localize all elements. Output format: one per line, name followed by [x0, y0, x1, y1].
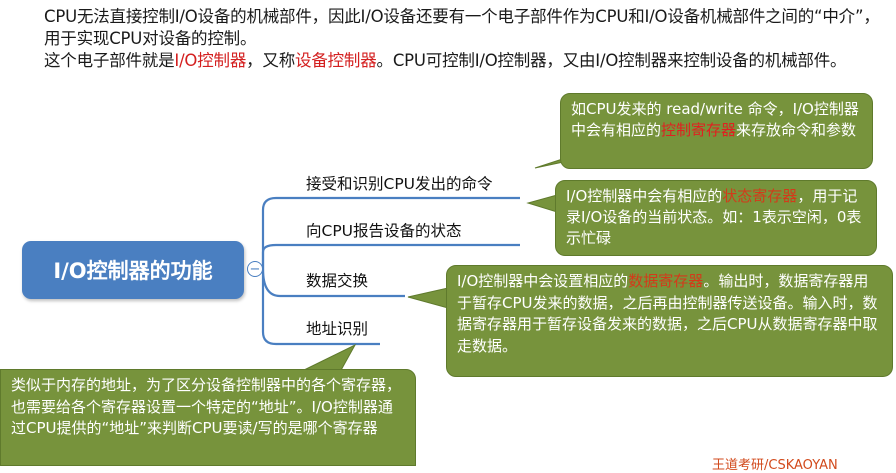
note-address: 类似于内存的地址，为了区分设备控制器中的各个寄存器，也需要给各个寄存器设置一个特… — [0, 369, 416, 466]
term-io-controller: I/O控制器 — [174, 51, 247, 70]
bubble-tail-data — [407, 287, 449, 309]
root-node[interactable]: I/O控制器的功能 — [22, 241, 244, 299]
branch-address[interactable]: 地址识别 — [306, 320, 369, 338]
watermark: 王道考研/CSKAOYAN — [712, 458, 838, 473]
note-data-pre: I/O控制器中会设置相应的 — [457, 272, 629, 290]
bubble-tail-address — [299, 343, 357, 373]
note-command: 如CPU发来的 read/write 命令，I/O控制器中会有相应的控制寄存器来… — [560, 93, 873, 169]
term-device-controller: 设备控制器 — [295, 51, 377, 70]
intro-line-2-post: 。CPU可控制I/O控制器，又由I/O控制器来控制设备的机械部件。 — [376, 51, 847, 70]
term-status-register: 状态寄存器 — [722, 187, 798, 205]
branch-data-exchange[interactable]: 数据交换 — [306, 272, 369, 290]
intro-line-2-mid: ，又称 — [246, 51, 296, 70]
intro-line-2: 这个电子部件就是I/O控制器，又称设备控制器。CPU可控制I/O控制器，又由I/… — [44, 50, 880, 72]
note-status-post: ，用于记录I/O设备的当前状态。如：1表示空闲，0表示忙碌 — [566, 187, 862, 247]
branch-command[interactable]: 接受和识别CPU发出的命令 — [306, 175, 493, 193]
intro-line-1: CPU无法直接控制I/O设备的机械部件，因此I/O设备还要有一个电子部件作为CP… — [44, 7, 880, 48]
connector-command — [261, 196, 520, 269]
note-status: I/O控制器中会有相应的状态寄存器，用于记录I/O设备的当前状态。如：1表示空闲… — [555, 180, 877, 256]
note-address-text: 类似于内存的地址，为了区分设备控制器中的各个寄存器，也需要给各个寄存器设置一个特… — [11, 376, 402, 437]
root-node-label: I/O控制器的功能 — [53, 259, 213, 283]
term-control-register: 控制寄存器 — [661, 121, 737, 139]
intro-line-2-pre: 这个电子部件就是 — [44, 51, 175, 70]
bubble-tail-status — [526, 194, 558, 213]
note-command-pre: 如CPU发来的 read/write 命令，I/O控制器中会有相应的 — [571, 100, 859, 139]
connector-address — [261, 269, 380, 346]
term-data-register: 数据寄存器 — [628, 272, 704, 290]
connector-status — [261, 243, 520, 269]
note-data-post: 。输出时，数据寄存器用于暂存CPU发来的数据，之后再由控制器传送设备。输入时，数… — [457, 272, 878, 355]
collapse-button[interactable]: − — [247, 261, 263, 277]
note-status-pre: I/O控制器中会有相应的 — [566, 187, 723, 205]
branch-status[interactable]: 向CPU报告设备的状态 — [306, 222, 462, 240]
note-command-post: 来存放命令和参数 — [736, 121, 857, 139]
note-data-exchange: I/O控制器中会设置相应的数据寄存器。输出时，数据寄存器用于暂存CPU发来的数据… — [446, 265, 893, 377]
minus-icon: − — [249, 261, 261, 277]
intro-text: CPU无法直接控制I/O设备的机械部件，因此I/O设备还要有一个电子部件作为CP… — [44, 6, 880, 72]
